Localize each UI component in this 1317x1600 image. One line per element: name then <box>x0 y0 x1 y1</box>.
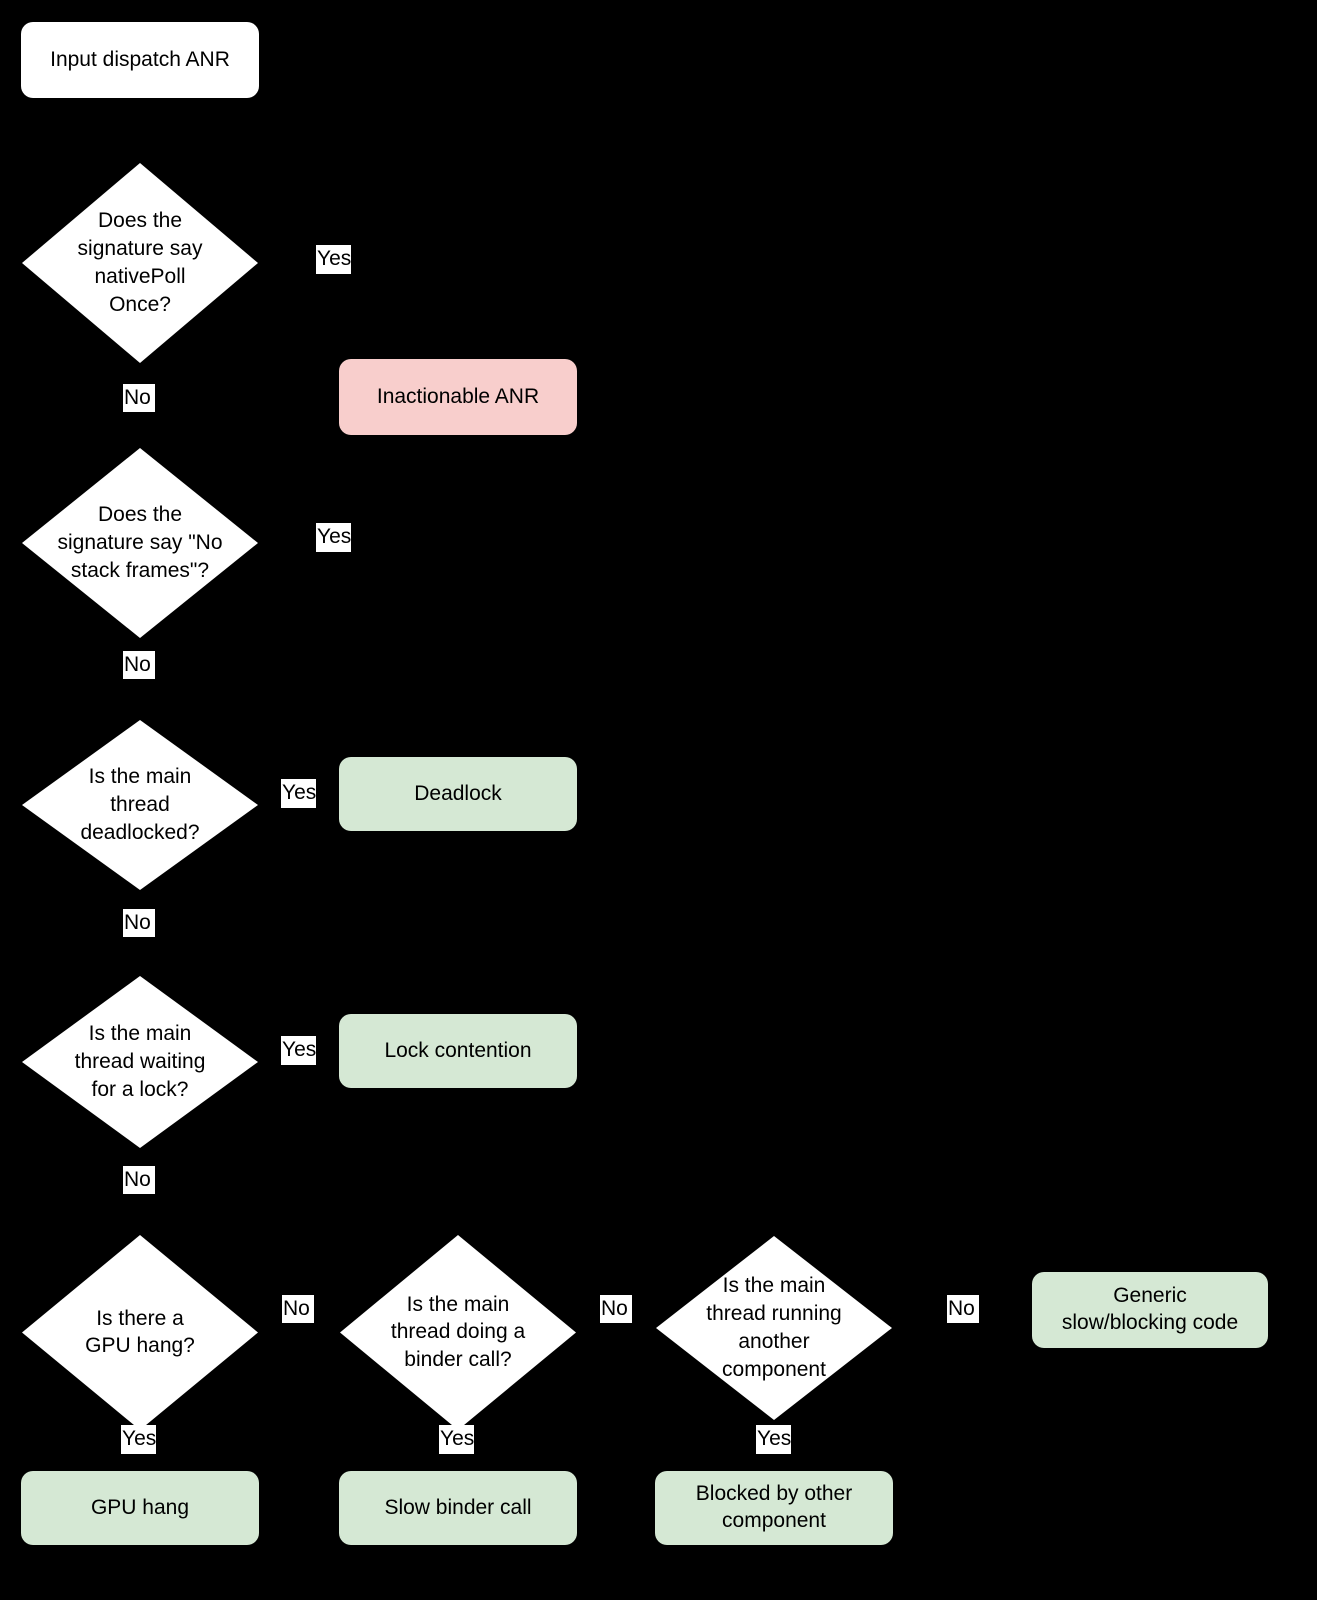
edge-label-waiting-lock-no: No <box>123 1166 155 1194</box>
node-start[interactable]: Input dispatch ANR <box>21 22 259 98</box>
node-result-deadlock[interactable]: Deadlock <box>339 757 577 831</box>
diamond-shape <box>656 1236 892 1420</box>
edge-label-no-stack-frames-yes: Yes <box>316 523 351 552</box>
node-decision-waiting-for-lock[interactable]: Is the main thread waiting for a lock? <box>22 976 258 1148</box>
node-decision-gpu-hang[interactable]: Is there a GPU hang? <box>22 1235 258 1430</box>
diamond-shape <box>22 163 258 363</box>
node-decision-no-stack-frames[interactable]: Does the signature say "No stack frames"… <box>22 448 258 638</box>
edge-q2-no-to-q3 <box>139 638 141 720</box>
edge-label-deadlocked-no: No <box>123 909 155 937</box>
diamond-shape <box>22 448 258 638</box>
edge-label-other-component-no: No <box>947 1295 979 1323</box>
diamond-shape <box>340 1235 576 1430</box>
node-result-blocked-by-other-component[interactable]: Blocked by other component <box>655 1471 893 1545</box>
edge-q2-yes <box>258 537 457 539</box>
edge-label-other-component-yes: Yes <box>756 1425 791 1454</box>
node-decision-other-component[interactable]: Is the main thread running another compo… <box>656 1236 892 1420</box>
edge-label-binder-call-yes: Yes <box>439 1425 474 1454</box>
node-result-lock-contention[interactable]: Lock contention <box>339 1014 577 1088</box>
diamond-shape <box>22 720 258 890</box>
edge-q1-yes-to-inactionable <box>258 262 457 264</box>
edge-label-gpu-hang-no: No <box>282 1295 314 1323</box>
edge-label-no-stack-frames-no: No <box>123 651 155 679</box>
edge-label-nativepollonce-no: No <box>123 384 155 412</box>
edge-q1-yes-down <box>456 262 458 357</box>
node-decision-nativepollonce[interactable]: Does the signature say nativePoll Once? <box>22 163 258 363</box>
node-result-slow-binder-call[interactable]: Slow binder call <box>339 1471 577 1545</box>
diamond-shape <box>22 1235 258 1430</box>
edge-label-gpu-hang-yes: Yes <box>121 1425 156 1454</box>
edge-start-to-q1 <box>139 98 141 163</box>
node-result-generic-slow-blocking-code[interactable]: Generic slow/blocking code <box>1032 1272 1268 1348</box>
edge-label-nativepollonce-yes: Yes <box>316 245 351 274</box>
edge-label-deadlocked-yes: Yes <box>281 779 316 808</box>
edge-label-binder-call-no: No <box>600 1295 632 1323</box>
node-decision-main-thread-deadlocked[interactable]: Is the main thread deadlocked? <box>22 720 258 890</box>
diamond-shape <box>22 976 258 1148</box>
node-result-inactionable-anr[interactable]: Inactionable ANR <box>339 359 577 435</box>
node-decision-binder-call[interactable]: Is the main thread doing a binder call? <box>340 1235 576 1430</box>
node-result-gpu-hang[interactable]: GPU hang <box>21 1471 259 1545</box>
edge-label-waiting-lock-yes: Yes <box>281 1036 316 1065</box>
